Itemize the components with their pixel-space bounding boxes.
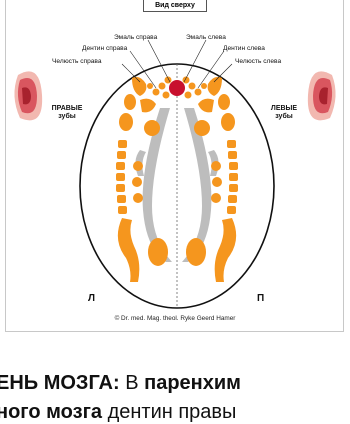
body-text-bold-1: ЕНЬ МОЗГА: — [0, 372, 120, 394]
body-text-bold-2: паренхим — [144, 372, 241, 394]
brain-diagram — [0, 0, 350, 340]
label-jaw-right: Челюсть справа — [52, 58, 102, 65]
body-text-line-2: ного мозга дентин правы — [0, 401, 236, 424]
label-enamel-left: Эмаль слева — [186, 34, 226, 41]
label-dentin-left: Дентин слева — [223, 45, 265, 52]
body-text-bold-3: ного мозга — [0, 401, 102, 423]
label-dentin-right: Дентин справа — [82, 45, 127, 52]
body-text-plain-2: дентин правы — [102, 401, 236, 423]
body-text-plain-1: В — [120, 372, 144, 394]
mouth-illustration-left — [308, 71, 336, 120]
side-label-right-teeth: ПРАВЫЕ зубы — [44, 105, 90, 121]
mouth-illustration-right — [14, 71, 42, 120]
letter-left: Л — [88, 293, 95, 304]
label-enamel-right: Эмаль справа — [114, 34, 157, 41]
label-jaw-left: Челюсть слева — [235, 58, 281, 65]
body-text-line-1: ЕНЬ МОЗГА: В паренхим — [0, 372, 241, 395]
copyright-note: © Dr. med. Mag. theol. Ryke Geerd Hamer — [0, 315, 350, 322]
letter-right: П — [257, 293, 264, 304]
view-label: Вид сверху — [143, 0, 207, 12]
side-label-left-teeth: ЛЕВЫЕ зубы — [262, 105, 306, 121]
